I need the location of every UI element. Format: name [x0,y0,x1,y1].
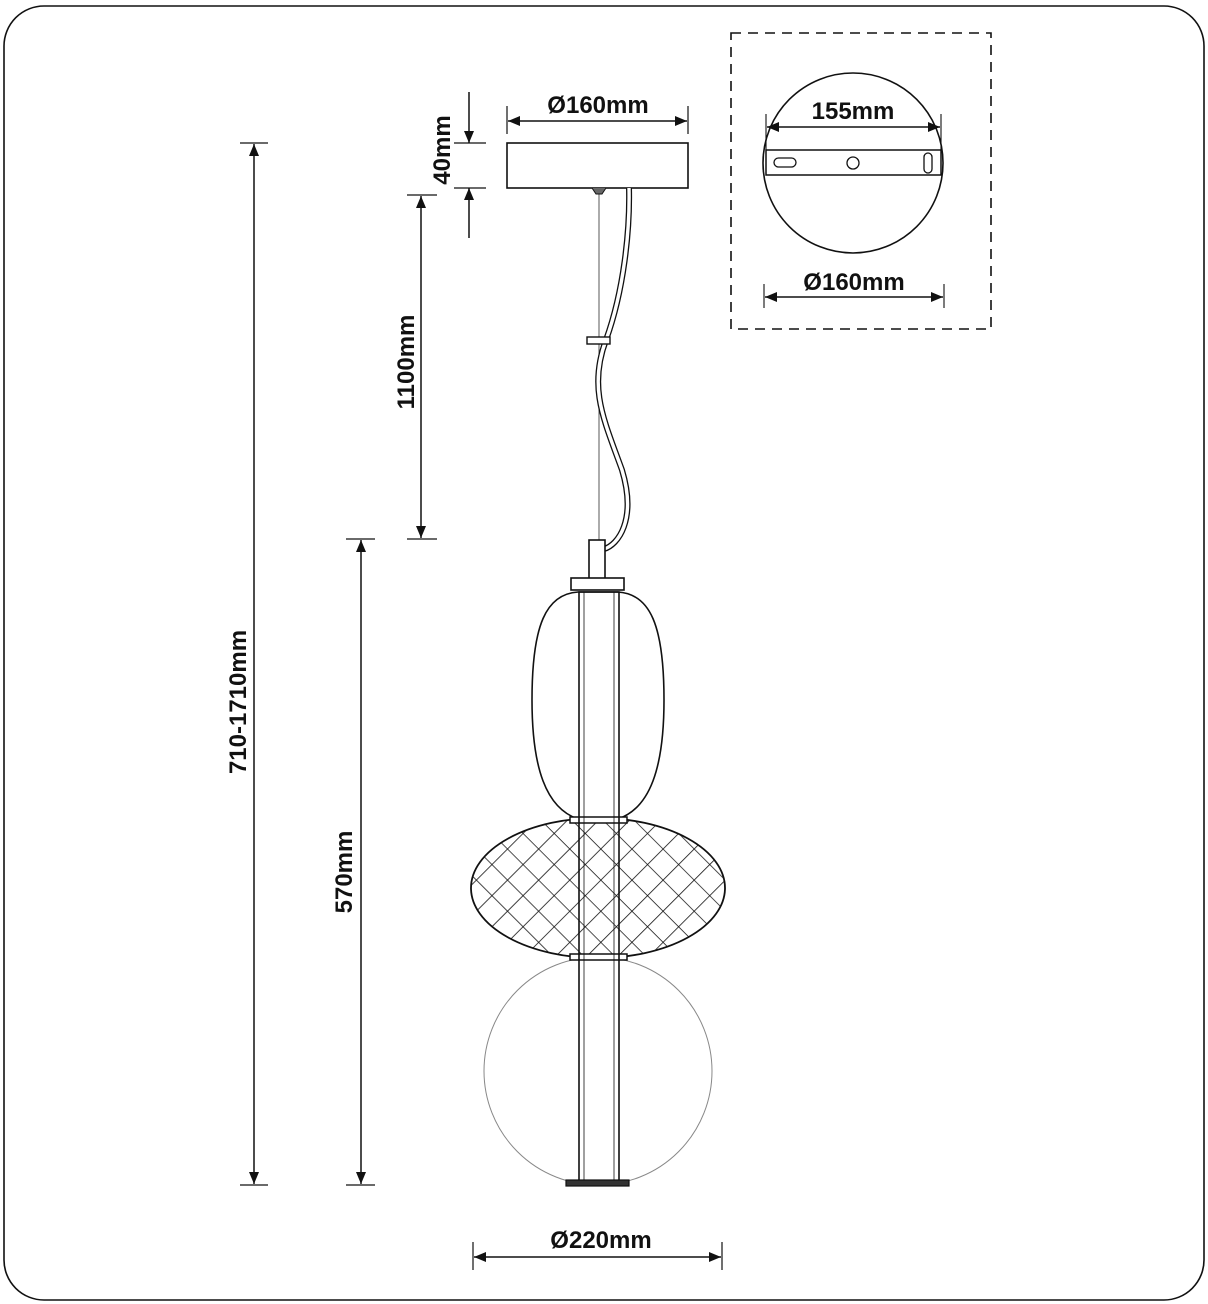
body-diameter-dimension: Ø220mm [472,1227,723,1270]
body-height-dimension: 570mm [331,538,375,1186]
cable-length-dimension: 1100mm [393,194,437,540]
power-cable [595,187,633,552]
body-diameter-label: Ø220mm [550,1227,651,1254]
plate-center-hole-icon [846,156,860,170]
canopy-diameter-dimension: Ø160mm [506,92,689,134]
body-height-label: 570mm [331,831,358,914]
bottom-cap [565,1179,630,1187]
cable-length-label: 1100mm [393,315,420,410]
canopy-diameter-label: Ø160mm [547,92,648,119]
top-connector [588,539,606,581]
plate-width-label: 155mm [812,98,895,125]
separator-ring-lower [569,953,628,961]
total-height-label: 710-1710mm [225,630,252,774]
separator-ring-upper [569,816,628,824]
inset-dashed-frame [730,32,992,330]
upper-glass-shade [531,591,665,820]
canopy-hook [591,187,607,195]
plate-slot-left-icon [773,157,797,168]
canopy-height-dimension: 40mm [429,92,486,238]
top-cap [570,577,625,591]
pendant-lamp [470,142,726,1187]
drawing-frame [3,5,1205,1301]
base-diameter-label: Ø160mm [803,269,904,296]
plate-slot-right-icon [923,152,933,174]
textured-glass-disc [470,817,726,959]
canopy-detail-inset: 155mm Ø160mm [730,32,992,330]
lower-glass-sphere [483,956,713,1186]
canopy-height-label: 40mm [429,115,456,184]
canopy [506,142,689,189]
total-height-dimension: 710-1710mm [225,142,268,1186]
cable-clip [586,336,611,345]
